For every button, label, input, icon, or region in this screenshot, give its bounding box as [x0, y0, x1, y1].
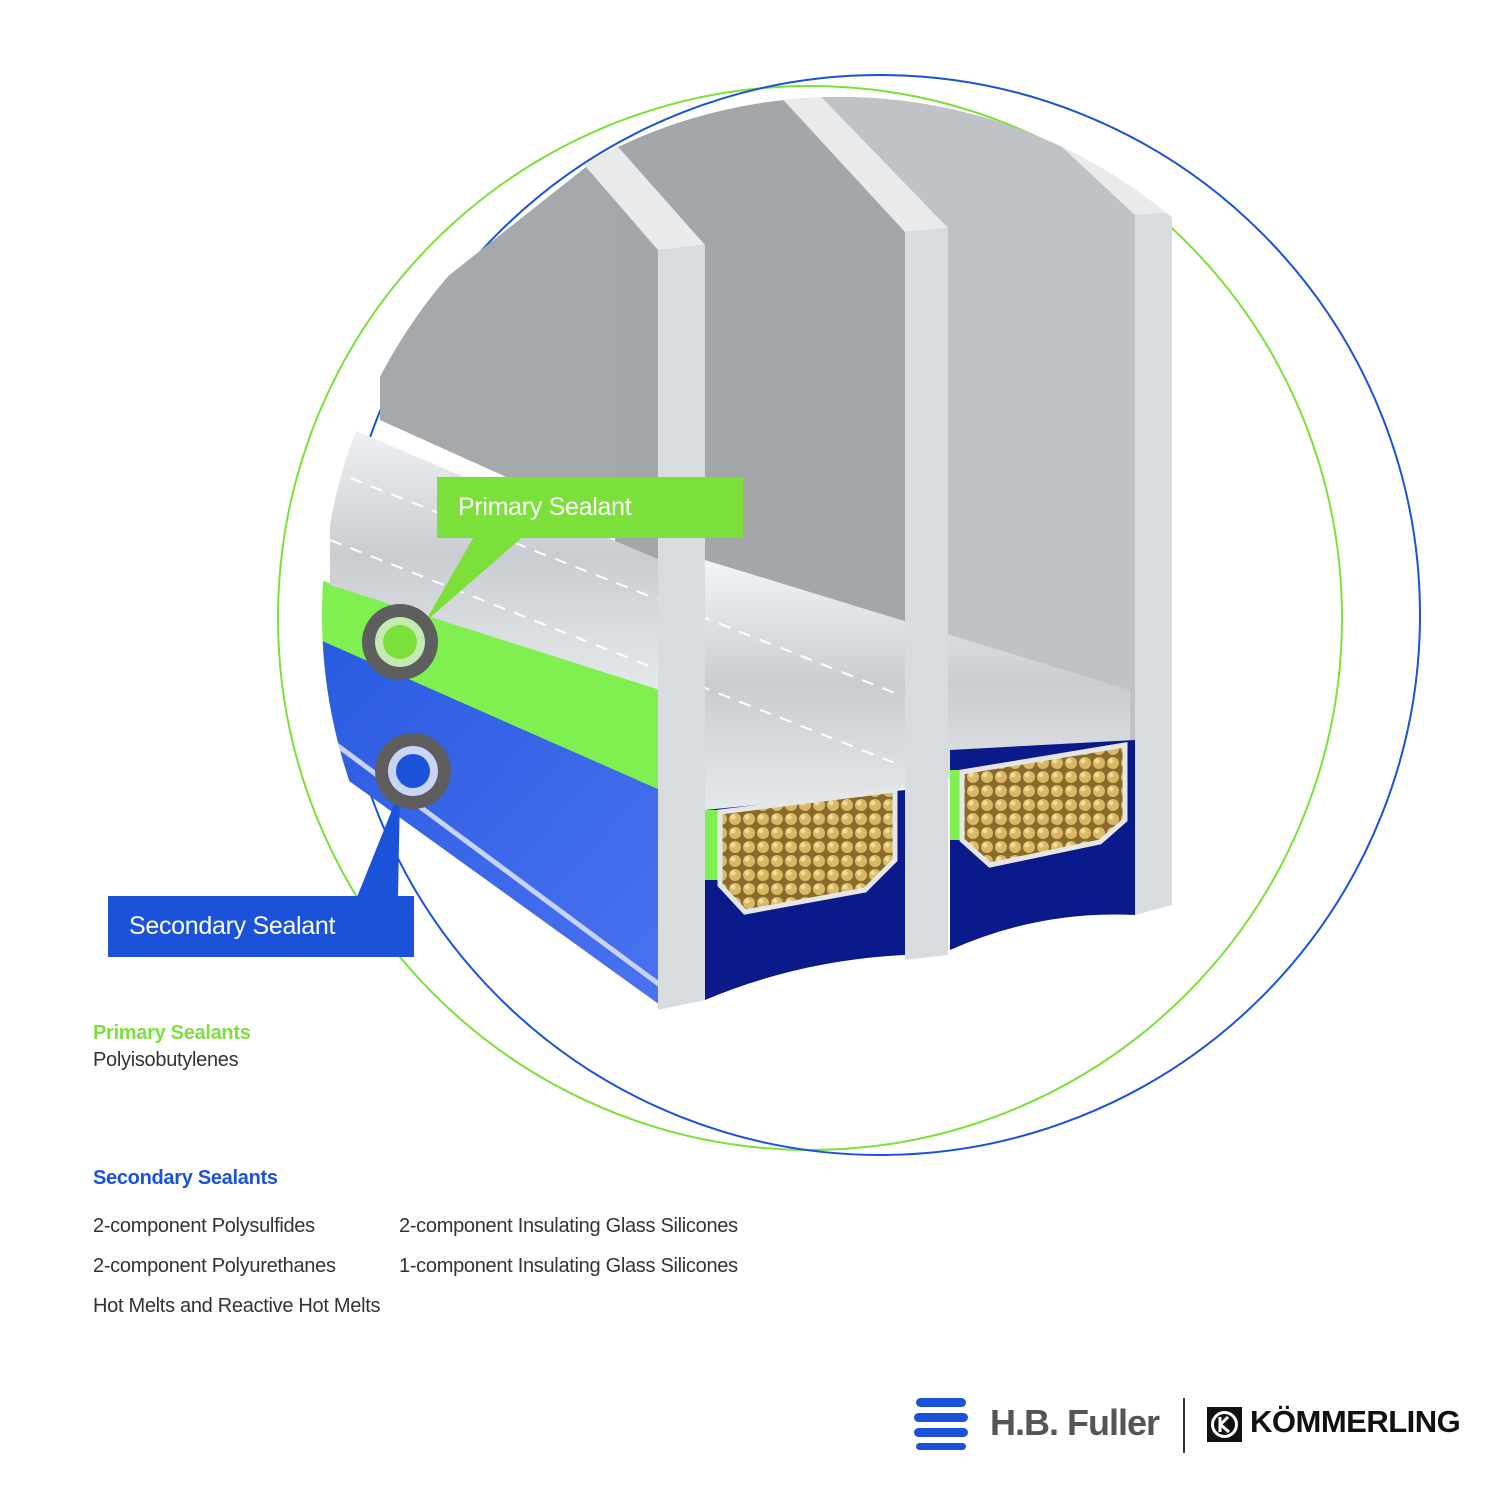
secondary-legend-item: 2-component Polysulfides	[93, 1215, 315, 1237]
glass-pane-back-face	[765, 97, 1135, 780]
glass-unit	[322, 97, 1172, 1010]
primary-sealant-edge-1	[705, 810, 720, 880]
secondary-legend-items: 2-component Polysulfides 2-component Ins…	[93, 1215, 759, 1318]
secondary-legend-item: 2-component Insulating Glass Silicones	[399, 1215, 738, 1237]
secondary-legend-item: 2-component Polyurethanes	[93, 1255, 336, 1277]
primary-sealants-legend: Primary Sealants Polyisobutylenes	[93, 1022, 251, 1072]
primary-legend-title: Primary Sealants	[93, 1022, 251, 1044]
glass-pane-1-edge	[658, 245, 705, 1010]
secondary-sealant-side	[322, 640, 660, 1005]
glass-pane-2-top	[765, 97, 948, 232]
glass-pane-2-edge	[905, 228, 948, 960]
glass-pane-3-edge	[1135, 212, 1172, 915]
desiccant-chamber-2	[959, 742, 1128, 868]
secondary-sealants-legend: Secondary Sealants	[93, 1167, 278, 1190]
primary-sealant-marker[interactable]	[362, 604, 438, 680]
glass-pane-1-top	[580, 140, 705, 250]
secondary-legend-item: Hot Melts and Reactive Hot Melts	[93, 1295, 381, 1317]
primary-callout-pointer	[425, 535, 525, 622]
secondary-legend-title: Secondary Sealants	[93, 1167, 278, 1189]
secondary-sealant-marker[interactable]	[375, 733, 451, 809]
hbfuller-wordmark: H.B. Fuller	[990, 1402, 1160, 1443]
primary-sealant-callout-text: Primary Sealant	[458, 493, 632, 521]
kommerling-wordmark: KÖMMERLING	[1250, 1404, 1461, 1439]
hbfuller-logo-icon	[914, 1398, 968, 1450]
desiccant-chamber-1	[717, 787, 898, 915]
primary-sealant-edge-2	[950, 770, 962, 840]
dash-line-2	[329, 539, 901, 766]
primary-legend-item: Polyisobutylenes	[93, 1049, 239, 1071]
kommerling-logo-icon	[1207, 1407, 1242, 1442]
secondary-callout-pointer	[357, 790, 400, 897]
secondary-sealant-callout-text: Secondary Sealant	[129, 912, 336, 940]
secondary-sealant-callout: Secondary Sealant	[108, 896, 414, 957]
secondary-legend-item: 1-component Insulating Glass Silicones	[399, 1255, 738, 1277]
primary-sealant-callout: Primary Sealant	[437, 477, 743, 538]
dash-line-1	[329, 469, 901, 696]
